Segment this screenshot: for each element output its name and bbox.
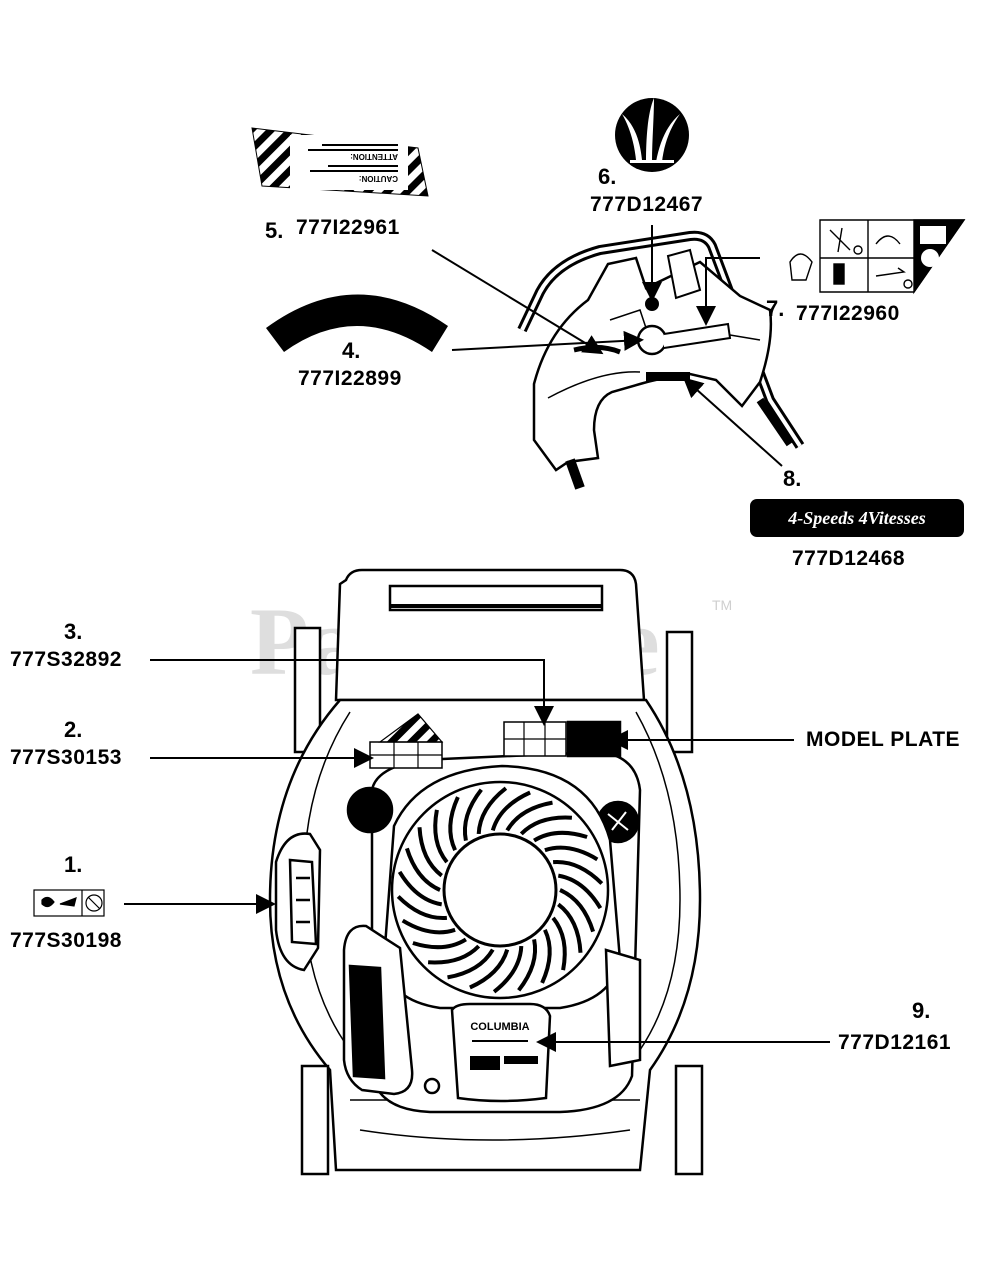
fan-blade (401, 918, 456, 935)
fan-blade (517, 939, 538, 992)
fan-blade (540, 928, 552, 984)
callout-3-part: 777S32892 (10, 648, 122, 671)
caution-decal: CAUTION: ATTENTION: (251, 127, 429, 197)
model-plate-label: MODEL PLATE (806, 728, 961, 751)
fan-blade (476, 786, 508, 835)
fan-blade (505, 800, 553, 832)
callout-5-part: 777I22961 (296, 216, 400, 239)
fan-blade (412, 937, 467, 950)
fan-blade (559, 888, 596, 933)
callout-4-number: 4. (342, 338, 361, 363)
arc-decal (266, 294, 448, 352)
callout-4-part: 777I22899 (298, 367, 402, 390)
fan-blade (557, 873, 603, 910)
callout-1-part: 777S30198 (10, 929, 122, 952)
columbia-brand-text: COLUMBIA (470, 1021, 529, 1033)
handle-assembly (517, 230, 805, 490)
caution-title: CAUTION: (359, 174, 398, 183)
fan-blade (433, 809, 449, 864)
fan-blade (490, 790, 531, 832)
fan-blade (551, 916, 567, 971)
fan-blade (462, 788, 483, 841)
fan-blade (404, 847, 441, 892)
callout-7-part: 777I22960 (796, 302, 900, 325)
fan-blade (397, 870, 443, 907)
watermark-tm: TM (712, 597, 733, 613)
fan-blade (544, 845, 599, 862)
callout-8-part: 777D12468 (792, 547, 906, 570)
callout-9-number: 9. (912, 998, 931, 1023)
callout-6-number: 6. (598, 164, 617, 189)
fan-blade (557, 902, 583, 953)
fan-blade (448, 796, 460, 852)
attention-title: ATTENTION: (350, 152, 398, 161)
fan-blade (519, 815, 573, 836)
decal-1-icons (33, 889, 105, 917)
callout-1-number: 1. (64, 852, 83, 877)
fan-blade (533, 830, 588, 843)
callout-2-number: 2. (64, 717, 83, 742)
callout-2-part: 777S30153 (10, 746, 122, 769)
fan-blade (396, 895, 448, 921)
fan-blade (417, 827, 443, 878)
callout-9-part: 777D12161 (838, 1031, 952, 1054)
callout-8-number: 8. (783, 466, 802, 491)
controls-decal (789, 219, 966, 295)
mower-body (268, 568, 704, 1176)
fan-blade (447, 948, 495, 980)
fan-blade (492, 945, 524, 994)
callout-5-number: 5. (265, 218, 284, 243)
fan-blade (552, 859, 604, 885)
fan-blade (427, 944, 481, 965)
fan-blade (469, 948, 510, 990)
speed-decal: 4-Speeds 4Vitesses (750, 499, 964, 537)
callout-7-number: 7. (766, 296, 785, 321)
callout-3-number: 3. (64, 619, 83, 644)
callout-6-part: 777D12467 (590, 193, 704, 216)
grass-logo-decal (615, 98, 689, 172)
leader-lines (124, 225, 830, 1052)
